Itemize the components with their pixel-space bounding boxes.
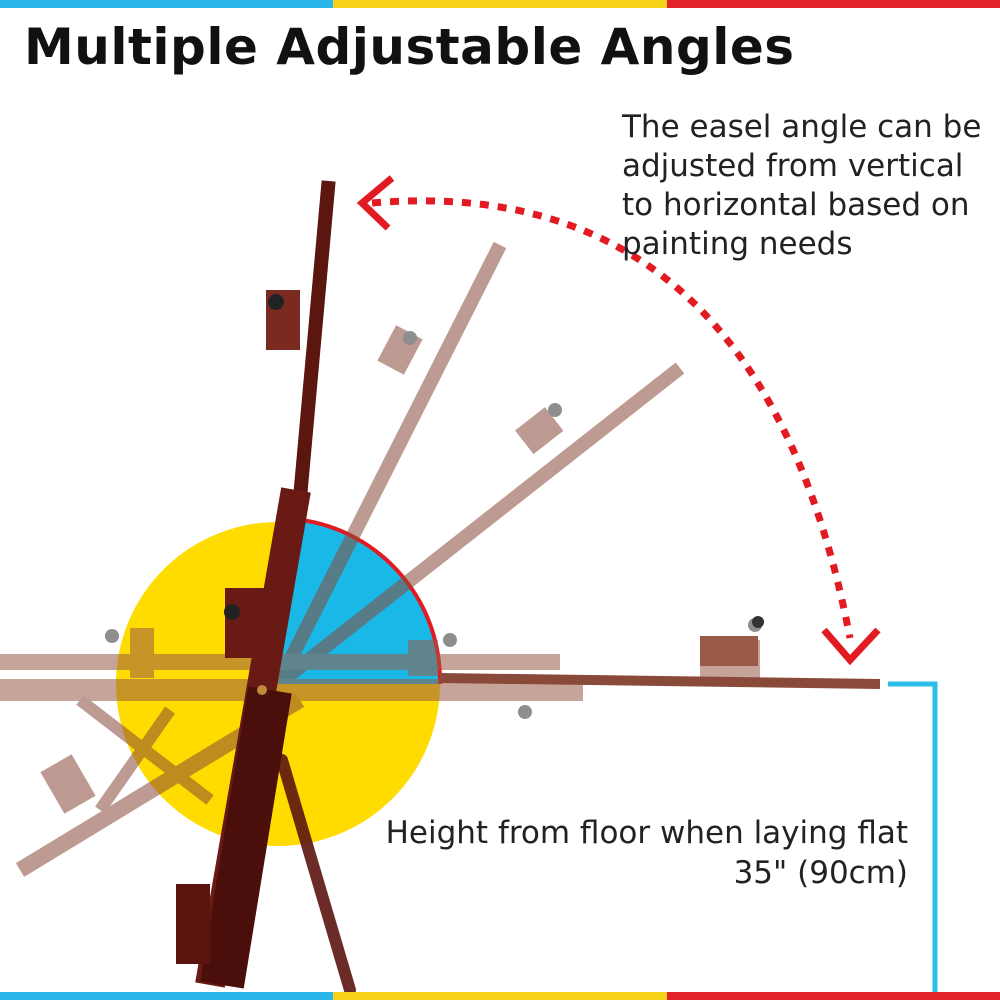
stripe-yellow: [333, 0, 667, 8]
angle-arrow-icon: [356, 175, 881, 666]
height-bracket-icon: [888, 681, 938, 992]
angle-description-line: The easel angle can be: [622, 109, 982, 145]
angle-description-line: painting needs: [622, 226, 853, 262]
easel-horizontal: [439, 616, 881, 689]
height-description: Height from floor when laying flat 35" (…: [348, 813, 908, 893]
bottom-color-stripe: [0, 992, 1000, 1000]
stripe-red: [666, 0, 1000, 8]
stripe-yellow: [333, 992, 667, 1000]
angle-quadrant: [278, 520, 441, 684]
height-description-value: 35" (90cm): [733, 855, 908, 891]
stripe-blue: [0, 0, 334, 8]
angle-description: The easel angle can be adjusted from ver…: [622, 108, 982, 264]
easel-main: [176, 180, 336, 989]
angle-description-line: adjusted from vertical: [622, 148, 964, 184]
stripe-blue: [0, 992, 334, 1000]
stripe-red: [666, 992, 1000, 1000]
easel-back-leg: [276, 754, 356, 996]
page-title: Multiple Adjustable Angles: [24, 18, 795, 76]
height-description-label: Height from floor when laying flat: [385, 815, 908, 851]
angle-description-line: to horizontal based on: [622, 187, 970, 223]
top-color-stripe: [0, 0, 1000, 8]
